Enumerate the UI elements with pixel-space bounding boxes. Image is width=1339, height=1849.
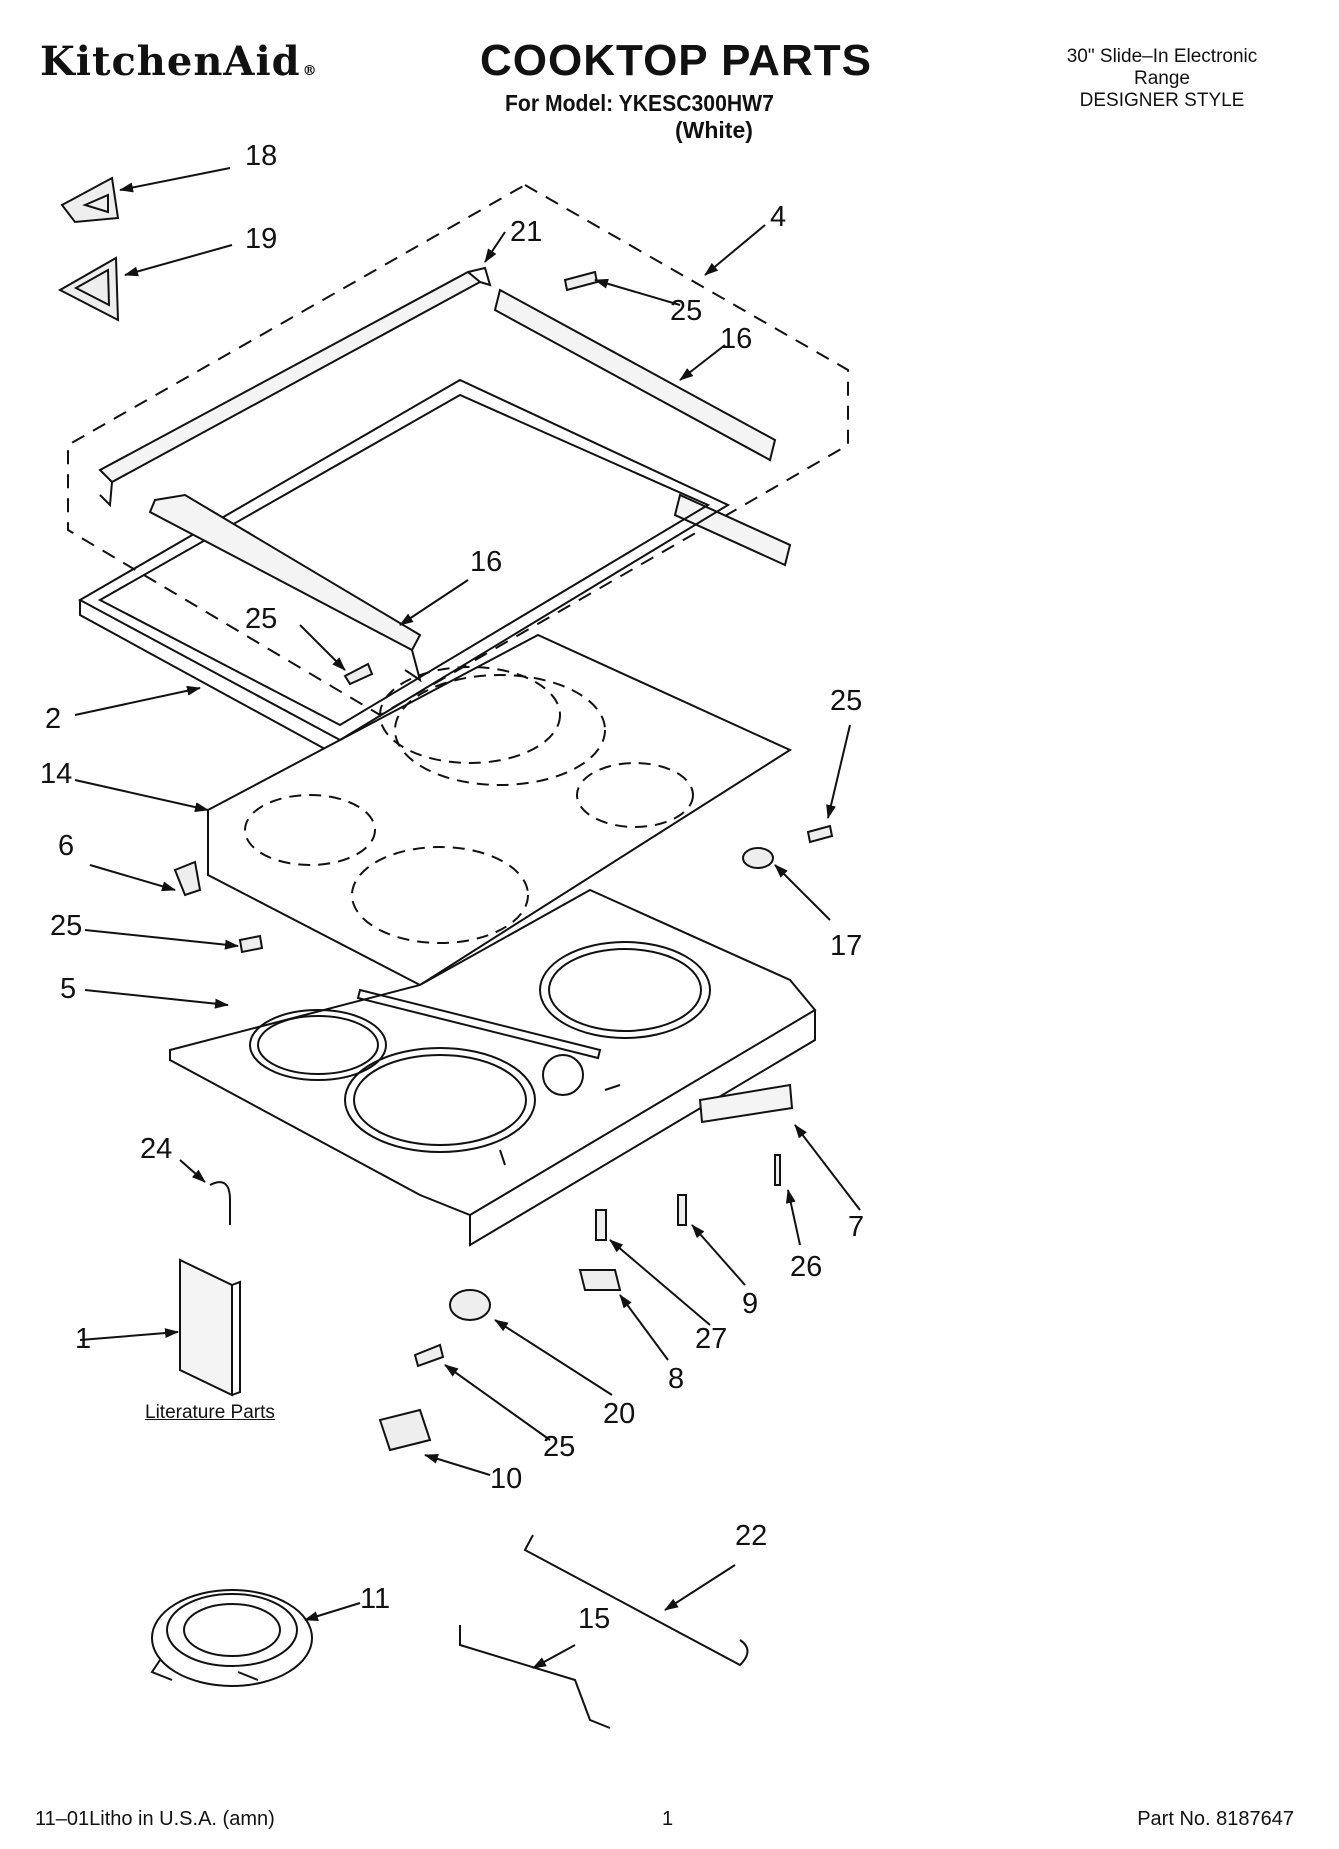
footer-print-info: 11–01Litho in U.S.A. (amn) [35,1808,275,1830]
part-18-end-cap [60,176,120,224]
part-21-rail [98,270,482,484]
screw-26 [774,1154,781,1186]
callout-20: 20 [603,1398,636,1430]
callout-17: 17 [830,930,863,962]
part-16-rail-b [673,493,792,567]
page-title: COOKTOP PARTS [480,36,872,85]
screw-25-b [343,662,374,686]
callout-26: 26 [790,1251,823,1283]
callout-4: 4 [770,201,787,233]
product-line-3: DESIGNER STYLE [1079,90,1245,111]
burner-zone-b [576,762,694,828]
assembly-boundary [67,183,849,717]
part-16-rail-a [493,288,777,462]
callout-7: 7 [848,1211,865,1243]
callout-16: 16 [720,323,753,355]
screw-27 [595,1209,607,1241]
part-11-element [151,1589,313,1687]
brand-logo: KitchenAid® [40,38,318,85]
product-line-1: 30" Slide–In Electronic [1066,46,1258,67]
part-15-wire [459,1625,611,1729]
color-line: (White) [675,117,753,143]
part-7-bracket [698,1083,794,1124]
part-24-clip [209,1181,231,1225]
callout-19: 19 [245,223,278,255]
part-8-nut [578,1269,622,1291]
footer-page-number: 1 [662,1808,674,1830]
callout-5: 5 [60,973,77,1005]
brand-name: KitchenAid [40,38,301,85]
callout-25: 25 [543,1431,576,1463]
burner-zone-d [351,846,529,944]
part-1-literature [179,1258,233,1397]
callout-6: 6 [58,830,75,862]
model-line: For Model: YKESC300HW7 [505,90,774,116]
callout-8: 8 [668,1363,685,1395]
callout-9: 9 [742,1288,759,1320]
callout-25: 25 [670,295,703,327]
product-description: 30" Slide–In Electronic Range DESIGNER S… [1032,46,1292,112]
screw-25-c [806,824,834,844]
callout-24: 24 [140,1133,173,1165]
callout-10: 10 [490,1463,523,1495]
callout-25: 25 [245,603,278,635]
part-16-front-bar [148,493,422,652]
screw-9 [677,1194,687,1226]
callout-27: 27 [695,1323,728,1355]
callout-11: 11 [360,1583,391,1615]
part-22-wire [523,1534,749,1667]
part-20-switch [449,1289,491,1321]
callout-2: 2 [45,703,62,735]
part-14-glass-top [207,633,793,987]
part-17-grommet [742,847,774,869]
footer-part-number: Part No. 8187647 [1137,1808,1294,1830]
part-2-frame [77,378,731,742]
callout-1: 1 [75,1323,92,1355]
callout-22: 22 [735,1520,768,1552]
callout-18: 18 [245,140,278,172]
callout-25: 25 [50,910,83,942]
literature-parts-link[interactable]: Literature Parts [145,1402,275,1423]
element-opening-b [344,1047,536,1153]
callout-25: 25 [830,685,863,717]
screw-25-e [413,1343,445,1368]
screw-25-a [563,270,599,292]
element-opening-c [539,941,711,1039]
part-6-clip [173,860,202,897]
product-line-2: Range [1134,68,1190,89]
burner-zone-a [394,674,606,786]
callout-16: 16 [470,546,503,578]
callout-21: 21 [510,216,543,248]
callout-15: 15 [578,1603,611,1635]
screw-25-d [238,934,264,954]
callout-14: 14 [40,758,73,790]
burner-zone-c [244,794,376,866]
element-opening-a [249,1009,387,1081]
registered-mark: ® [302,63,318,79]
part-10-terminal [378,1408,432,1452]
